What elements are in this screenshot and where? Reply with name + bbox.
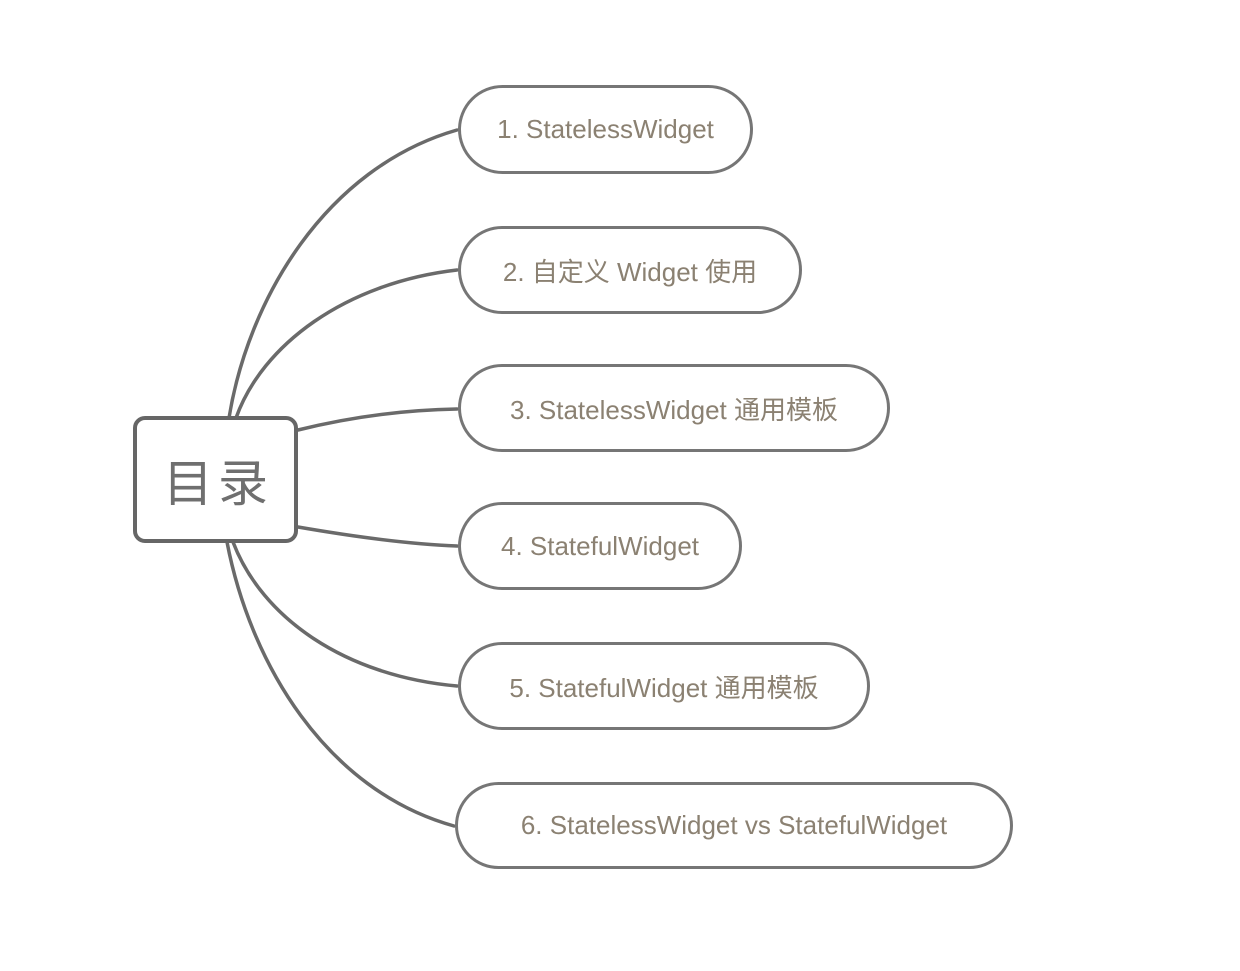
connector-root-to-node-2 bbox=[234, 268, 459, 420]
topic-custom-widget-usage[interactable]: 2. 自定义 Widget 使用 bbox=[458, 226, 802, 314]
topic-label: 2. 自定义 Widget 使用 bbox=[502, 256, 758, 287]
topic-label: 3. StatelessWidget 通用模板 bbox=[510, 394, 838, 425]
root-topic[interactable]: 目录 bbox=[133, 416, 298, 543]
connector-root-to-node-3 bbox=[296, 407, 459, 432]
topic-label: 5. StatefulWidget 通用模板 bbox=[509, 672, 819, 703]
root-topic-label: 目录 bbox=[163, 455, 273, 512]
connector-root-to-node-4 bbox=[296, 525, 459, 548]
topic-label: 4. StatefulWidget bbox=[501, 530, 699, 561]
topic-label: 6. StatelessWidget vs StatefulWidget bbox=[520, 810, 948, 840]
connector-root-to-node-5 bbox=[231, 540, 459, 688]
topic-stateless-widget[interactable]: 1. StatelessWidget bbox=[458, 85, 753, 174]
connector-root-to-node-6 bbox=[225, 540, 456, 828]
topic-stateful-widget-template[interactable]: 5. StatefulWidget 通用模板 bbox=[458, 642, 870, 730]
connector-root-to-node-1 bbox=[227, 128, 459, 420]
topic-label: 1. StatelessWidget bbox=[497, 114, 714, 144]
topic-stateless-vs-stateful[interactable]: 6. StatelessWidget vs StatefulWidget bbox=[455, 782, 1013, 869]
topic-stateless-widget-template[interactable]: 3. StatelessWidget 通用模板 bbox=[458, 364, 890, 452]
topic-stateful-widget[interactable]: 4. StatefulWidget bbox=[458, 502, 742, 590]
